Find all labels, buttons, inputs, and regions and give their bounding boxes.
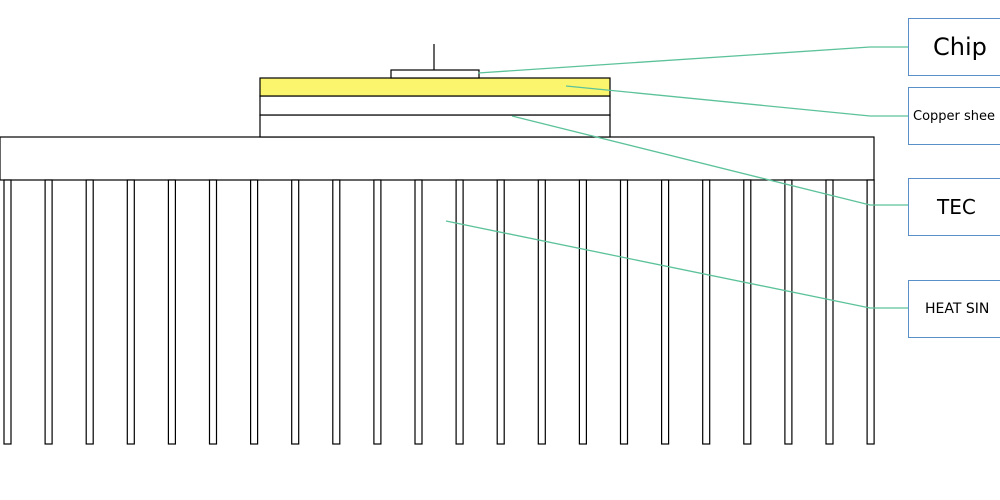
chip-block [390,69,480,79]
heat-sink-fin [496,179,505,445]
label-copper-sheet-text: Copper shee [913,108,996,124]
heat-sink-fin [332,179,341,445]
heat-sink-fin [784,179,793,445]
label-chip: Chip [908,18,1000,76]
heat-sink-fin [619,179,629,445]
heat-sink-fins [3,179,875,445]
heat-sink-fin [208,179,218,445]
copper-sheet-layer [259,77,611,97]
label-tec-text: TEC [937,195,976,219]
label-copper-sheet: Copper shee [908,87,1000,145]
label-heat-sink-text: HEAT SIN [925,301,990,317]
leader-line-tec [511,115,909,206]
heat-sink-fin [85,179,94,445]
label-tec: TEC [908,178,1000,236]
heat-sink-fin [373,179,382,445]
heat-sink-base [0,136,875,181]
leader-line-copper [565,85,909,117]
heat-sink-fin [866,179,875,445]
middle-layer [259,95,611,116]
label-chip-text: Chip [933,33,987,61]
heat-sink-fin [44,179,53,445]
leader-lines [445,46,909,309]
heat-sink-fin [825,179,834,445]
heat-sink-fin [250,179,259,445]
heat-sink-fin [702,179,711,445]
heat-sink-fin [743,179,752,445]
heat-sink-fin [578,179,588,445]
leader-line-heat-sink [445,220,909,309]
heat-sink-fin [291,179,300,445]
heat-sink-fin [414,179,423,445]
leader-line-chip [477,46,909,74]
label-heat-sink: HEAT SIN [908,280,1000,338]
heat-sink-fin [126,179,135,445]
heat-sink-fin [455,179,464,445]
heat-sink-fin [167,179,176,445]
heat-sink-fin [537,179,546,445]
heat-sink-fin [3,179,12,445]
heat-sink-fin [660,179,670,445]
tec-layer [259,114,611,138]
